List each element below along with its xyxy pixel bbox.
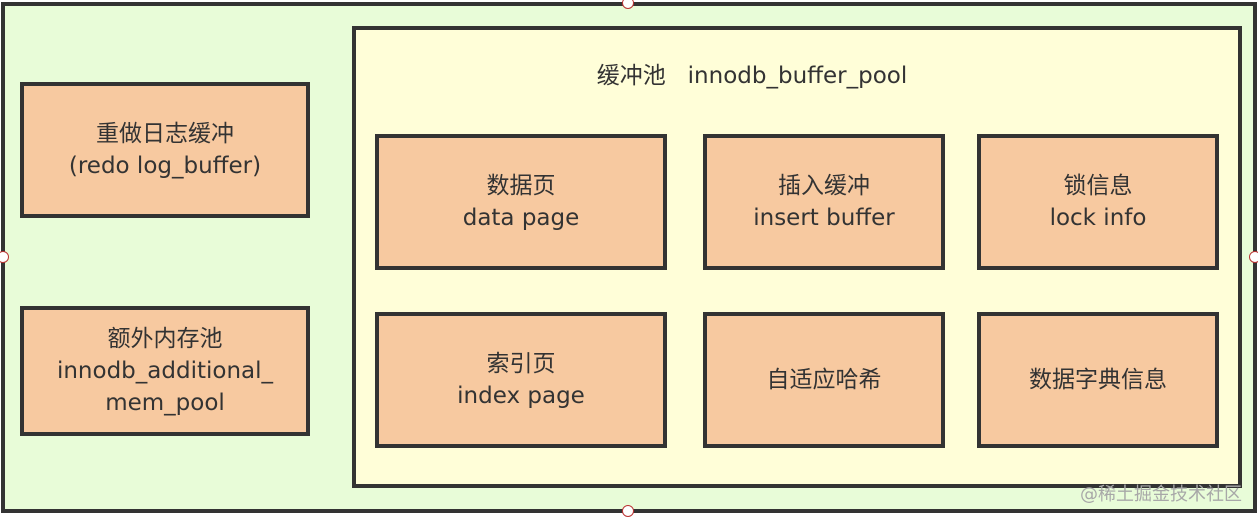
label: (redo log_buffer) [68,153,262,179]
label: 自适应哈希 [766,367,882,393]
data-dictionary-box: 数据字典信息 [977,312,1219,448]
label: 重做日志缓冲 [96,121,234,147]
index-page-box: 索引页 index page [375,312,667,448]
resize-handle-top[interactable] [622,0,634,9]
label: insert buffer [753,205,895,231]
additional-mem-pool-box: 额外内存池 innodb_additional_ mem_pool [20,306,310,436]
watermark: @稀土掘金技术社区 [1080,484,1242,505]
label: innodb_additional_ [56,358,274,384]
data-page-box: 数据页 data page [375,134,667,270]
label: 数据字典信息 [1029,367,1167,393]
resize-handle-left[interactable] [0,251,9,263]
label: 插入缓冲 [778,173,870,199]
label: 数据页 [486,173,556,199]
resize-handle-bottom[interactable] [622,505,634,517]
resize-handle-right[interactable] [1249,251,1258,263]
label: 锁信息 [1063,173,1133,199]
redo-log-buffer-box: 重做日志缓冲 (redo log_buffer) [20,82,310,218]
label: data page [462,205,580,231]
lock-info-box: 锁信息 lock info [977,134,1219,270]
label: 索引页 [486,351,556,377]
adaptive-hash-box: 自适应哈希 [703,312,945,448]
label: 额外内存池 [107,326,223,352]
insert-buffer-box: 插入缓冲 insert buffer [703,134,945,270]
label: mem_pool [105,390,225,416]
label: lock info [1049,205,1147,231]
label: index page [457,383,585,409]
buffer-pool-title: 缓冲池 innodb_buffer_pool [596,63,908,89]
